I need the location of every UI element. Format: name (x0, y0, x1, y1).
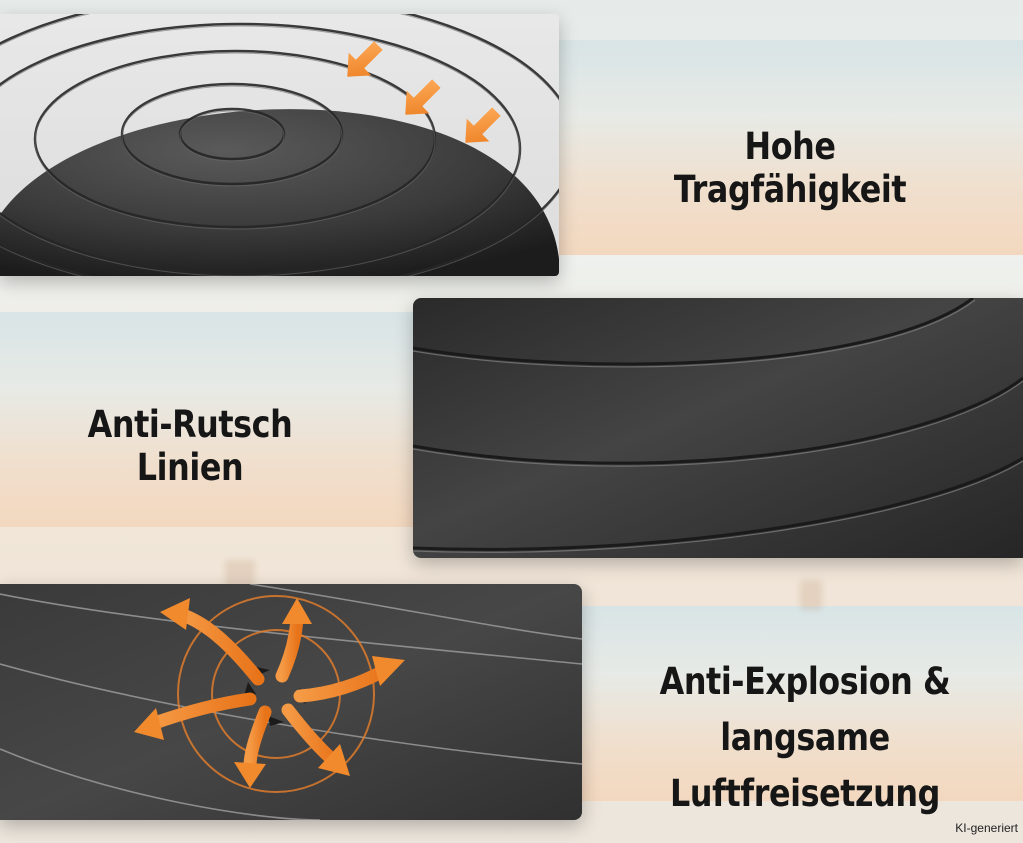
background-blur (800, 580, 822, 610)
anti-slip-title: Anti-Rutsch Linien (87, 403, 293, 489)
burst-arrows-icon (134, 595, 405, 793)
ai-generated-badge: KI-generiert (955, 821, 1018, 835)
load-capacity-title: Hohe Tragfähigkeit (673, 125, 907, 211)
anti-burst-title: Anti-Explosion & langsame Luftfreisetzun… (607, 654, 1003, 822)
anti-burst-image (0, 584, 582, 820)
load-capacity-image (0, 14, 559, 276)
pressure-arrow-icon (347, 41, 501, 143)
anti-burst-title-line1: Anti-Explosion & (659, 660, 951, 703)
anti-burst-title-line2: langsame Luftfreisetzung (670, 716, 940, 815)
anti-slip-image (413, 298, 1023, 558)
